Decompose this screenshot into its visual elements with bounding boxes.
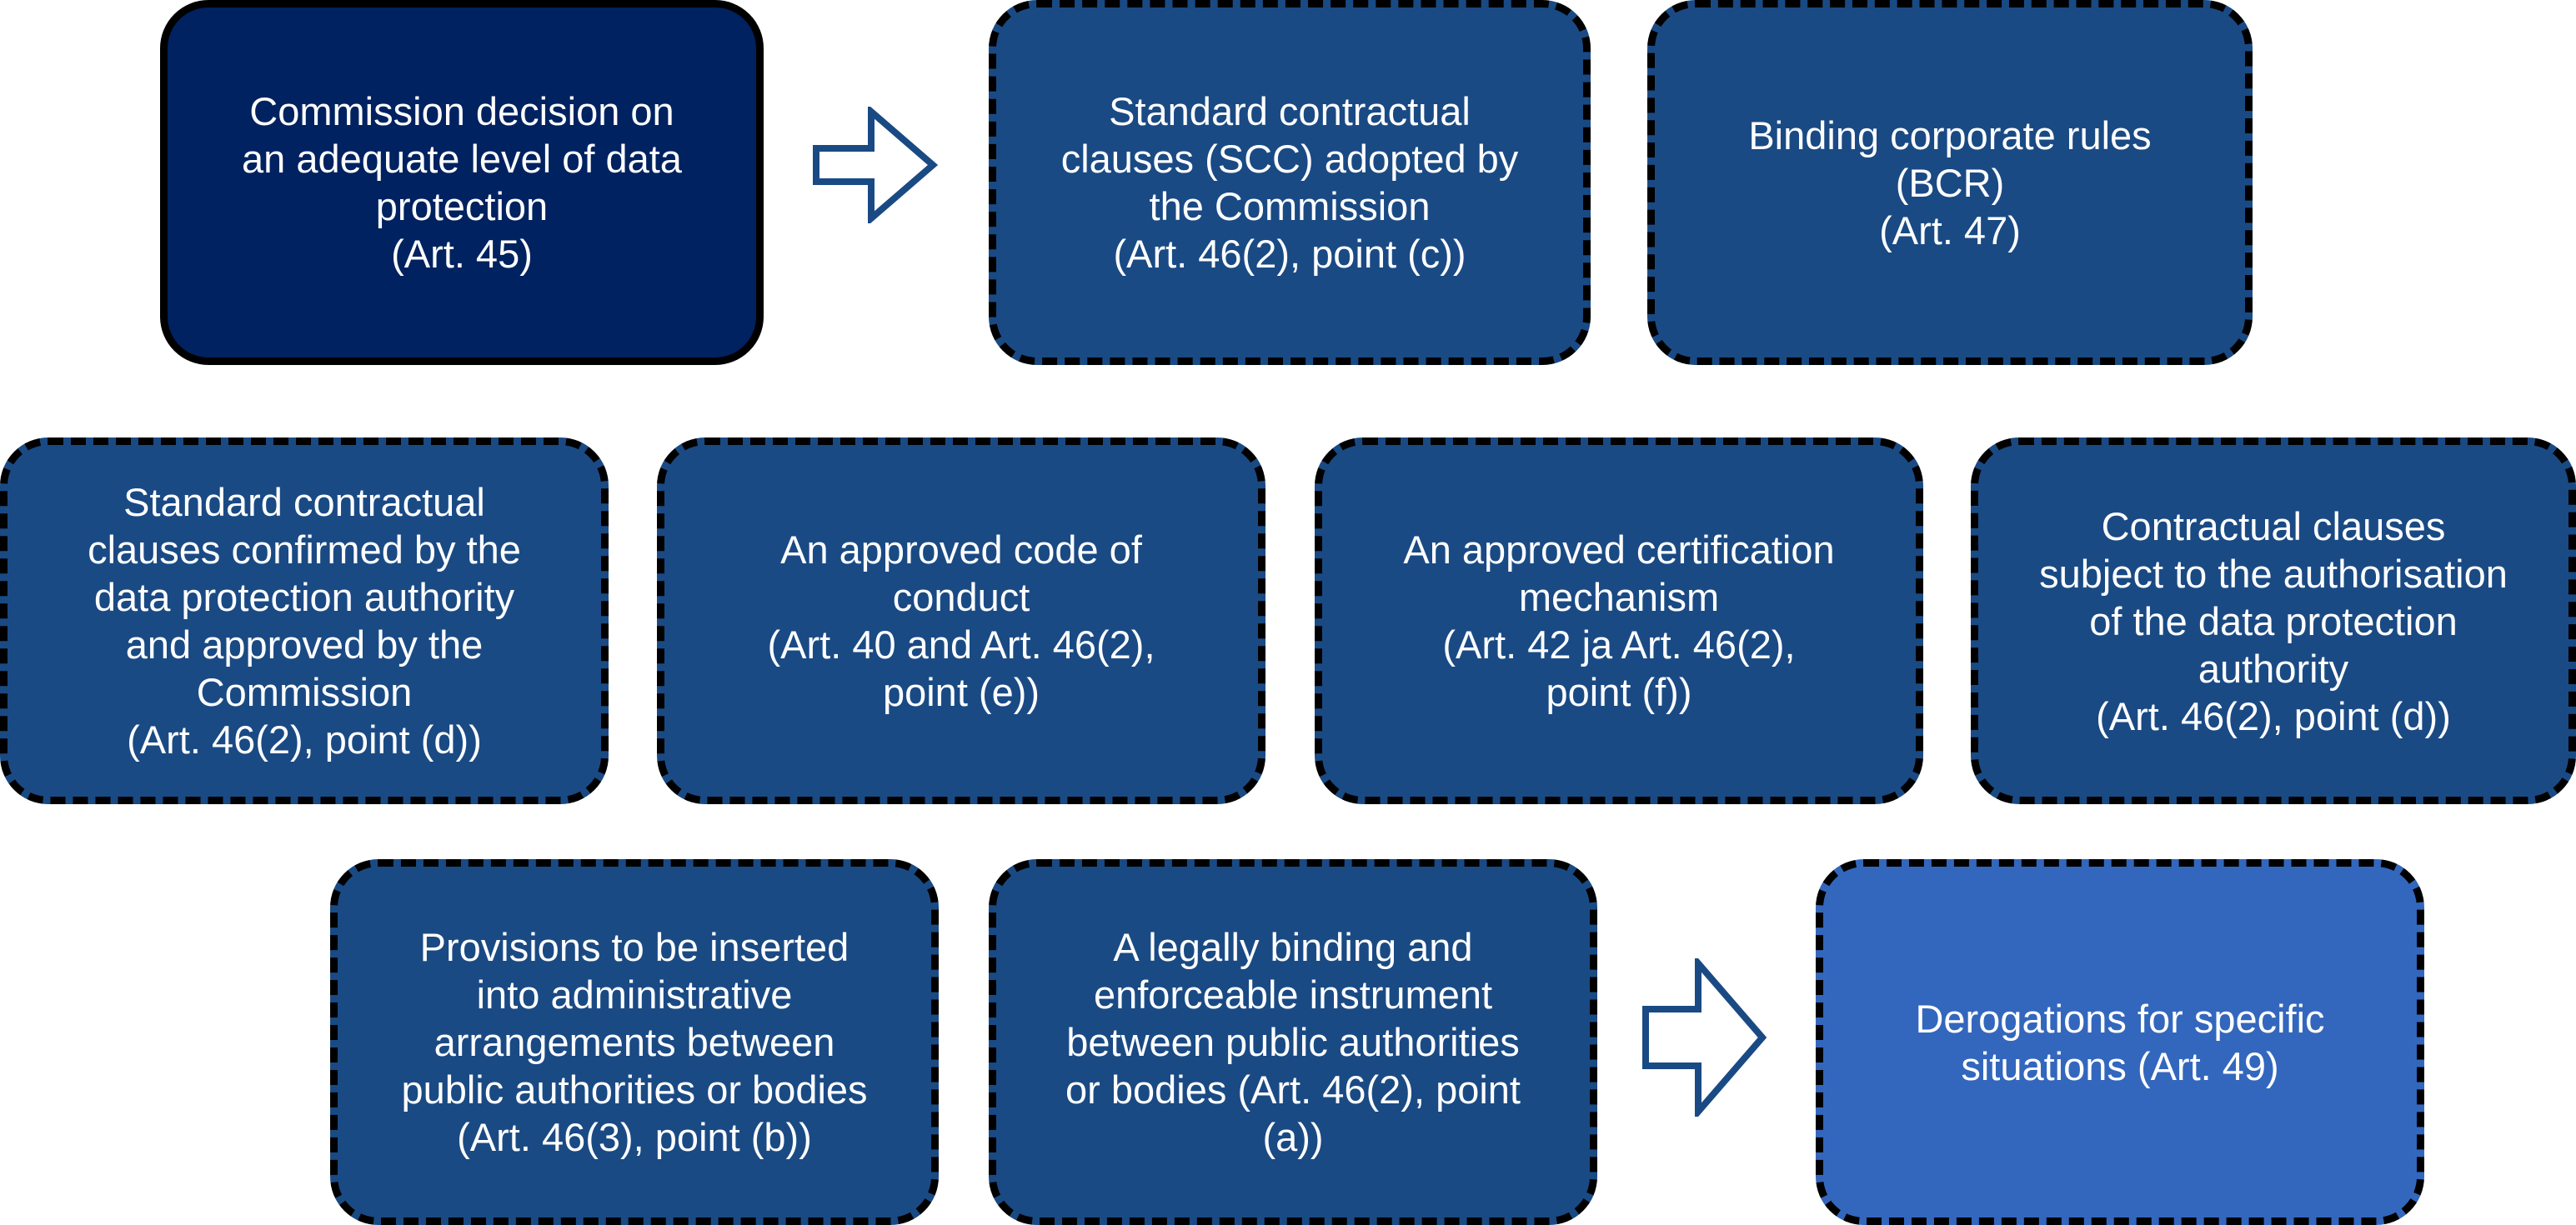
node-certification-mechanism: An approved certification mechanism (Art…	[1315, 438, 1923, 804]
node-legal-instrument: A legally binding and enforceable instru…	[989, 859, 1597, 1225]
block-right-arrow-icon	[813, 107, 938, 223]
node-label: An approved code of conduct (Art. 40 and…	[767, 528, 1155, 714]
block-right-arrow-icon	[1642, 958, 1767, 1117]
node-label: Derogations for specific situations (Art…	[1915, 996, 2325, 1088]
node-label: Standard contractual clauses (SCC) adopt…	[1060, 89, 1519, 276]
node-scc-commission: Standard contractual clauses (SCC) adopt…	[989, 0, 1591, 365]
node-label: Commission decision on an adequate level…	[242, 89, 682, 276]
node-label: A legally binding and enforceable instru…	[1065, 925, 1521, 1159]
node-derogations: Derogations for specific situations (Art…	[1816, 859, 2424, 1225]
node-scc-dpa-approved: Standard contractual clauses confirmed b…	[0, 438, 609, 804]
node-administrative-arrangements: Provisions to be inserted into administr…	[330, 859, 939, 1225]
node-label: Contractual clauses subject to the autho…	[2039, 503, 2508, 738]
node-binding-corporate-rules: Binding corporate rules (BCR) (Art. 47)	[1647, 0, 2253, 365]
node-label: Provisions to be inserted into administr…	[401, 925, 868, 1159]
node-adequacy-decision: Commission decision on an adequate level…	[160, 0, 764, 365]
node-label: An approved certification mechanism (Art…	[1403, 528, 1835, 714]
node-code-of-conduct: An approved code of conduct (Art. 40 and…	[657, 438, 1265, 804]
node-contractual-clauses-authorised: Contractual clauses subject to the autho…	[1971, 438, 2576, 804]
node-label: Binding corporate rules (BCR) (Art. 47)	[1748, 112, 2152, 252]
node-label: Standard contractual clauses confirmed b…	[88, 480, 521, 762]
